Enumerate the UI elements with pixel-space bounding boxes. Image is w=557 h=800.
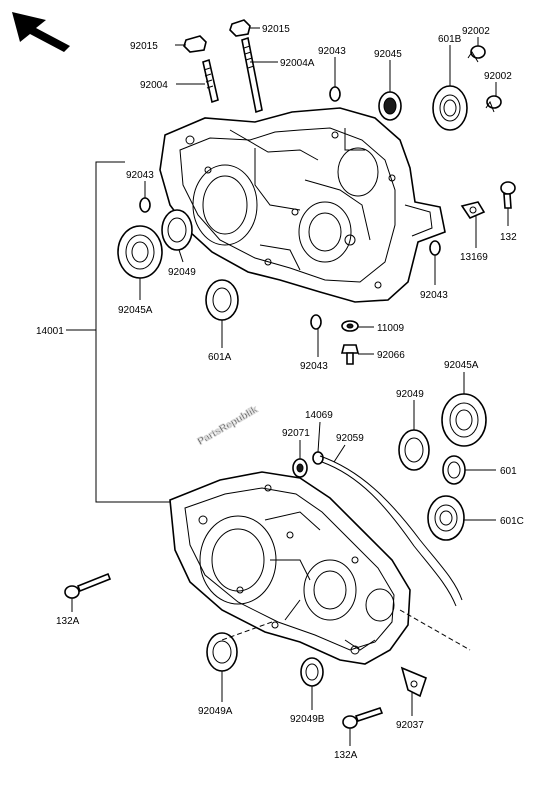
oil-seal-92045 <box>378 91 402 121</box>
label-92045a-right: 92045A <box>444 360 479 371</box>
label-92071: 92071 <box>282 428 310 439</box>
label-132: 132 <box>500 232 517 243</box>
dowel-pin-92043-c <box>429 240 441 256</box>
label-92066: 92066 <box>377 350 405 361</box>
bolt-132a-bottom <box>342 707 384 729</box>
dowel-pin-92043-b <box>139 197 151 213</box>
oil-seal-92049-right <box>398 429 430 471</box>
bolt-132a-left <box>64 572 112 599</box>
oil-seal-92049b <box>300 657 324 687</box>
plug-92015-b <box>229 19 251 37</box>
plug-92002-a <box>467 45 486 63</box>
clamp-14069 <box>312 451 324 465</box>
label-13169: 13169 <box>460 252 488 263</box>
label-92015-b: 92015 <box>262 24 290 35</box>
label-14001: 14001 <box>36 326 64 337</box>
label-92004: 92004 <box>140 80 168 91</box>
label-601c: 601C <box>500 516 524 527</box>
bearing-601b <box>432 85 468 131</box>
bearing-92045a-left <box>117 225 163 279</box>
bearing-601a <box>205 279 239 321</box>
label-92015-a: 92015 <box>130 41 158 52</box>
gasket-11009 <box>341 320 359 332</box>
stud-92004a <box>241 36 263 114</box>
label-92043-top: 92043 <box>318 46 346 57</box>
label-92059: 92059 <box>336 433 364 444</box>
plug-92002-b <box>485 95 502 113</box>
lower-crankcase-half <box>169 471 411 665</box>
label-132a-bottom: 132A <box>334 750 358 761</box>
stud-92004 <box>202 58 219 104</box>
leader-lines <box>66 27 509 746</box>
oil-seal-92049a <box>206 632 238 672</box>
bearing-601 <box>442 455 466 485</box>
dowel-pin-92043-d <box>310 314 322 330</box>
label-92049b: 92049B <box>290 714 325 725</box>
label-14069: 14069 <box>305 410 333 421</box>
label-92043-left: 92043 <box>126 170 154 181</box>
label-92043-right: 92043 <box>420 290 448 301</box>
label-92045a-left: 92045A <box>118 305 153 316</box>
label-601b: 601B <box>438 34 462 45</box>
label-132a-left: 132A <box>56 616 80 627</box>
label-92043-bottom: 92043 <box>300 361 328 372</box>
clamp-92037 <box>400 666 427 698</box>
part-number-labels: 92015 92015 92004 92004A 92043 92045 601… <box>36 24 524 761</box>
label-92004a: 92004A <box>280 58 315 69</box>
label-601: 601 <box>500 466 517 477</box>
label-11009: 11009 <box>377 323 405 334</box>
label-92037: 92037 <box>396 720 424 731</box>
label-92049a: 92049A <box>198 706 233 717</box>
upper-crankcase-half <box>159 107 446 303</box>
bolt-132 <box>500 181 516 209</box>
label-92002-b: 92002 <box>484 71 512 82</box>
drain-plug-92066 <box>340 344 360 365</box>
label-92049-right: 92049 <box>396 389 424 400</box>
watermark: PartsRepublik <box>196 404 260 447</box>
label-92045: 92045 <box>374 49 402 60</box>
dowel-pin-92043-a <box>329 86 341 102</box>
bracket-13169 <box>460 201 486 219</box>
bearing-92045a-right <box>441 393 487 447</box>
plug-92015-a <box>183 35 207 53</box>
fitting-92071 <box>292 458 308 478</box>
label-601a: 601A <box>208 352 232 363</box>
label-92002-a: 92002 <box>462 26 490 37</box>
oil-seal-92049-left <box>161 209 193 251</box>
front-direction-arrow-icon <box>12 12 70 52</box>
hose-92059 <box>319 455 463 607</box>
label-92049-left: 92049 <box>168 267 196 278</box>
bearing-601c <box>427 495 465 541</box>
